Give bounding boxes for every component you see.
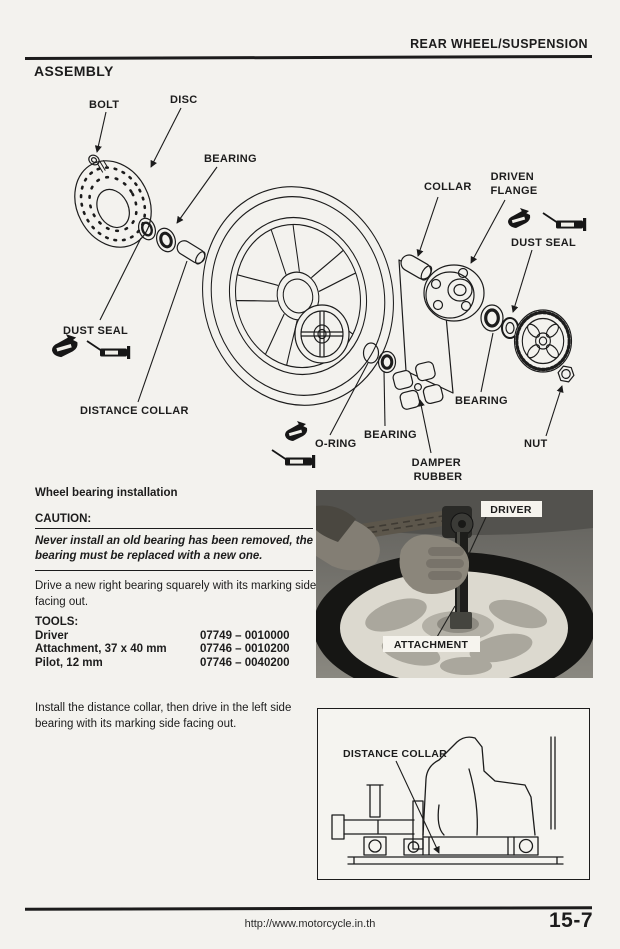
tools-block: TOOLS: Driver 07749 – 0010000 Attachment… xyxy=(35,616,315,670)
label-driven-flange: DRIVEN FLANGE xyxy=(490,171,537,197)
attachment-label-box xyxy=(383,636,480,652)
damper-rubber-drawing xyxy=(392,361,444,410)
label-bearing-right: BEARING xyxy=(455,395,508,407)
header-rule xyxy=(24,55,593,60)
wheel-hub-drawing xyxy=(294,304,350,364)
fingers xyxy=(426,547,464,580)
tool-name: Pilot, 12 mm xyxy=(35,656,103,669)
page-title: ASSEMBLY xyxy=(34,63,114,79)
tool-name: Driver xyxy=(35,629,69,642)
brake-disc-drawing xyxy=(74,160,152,248)
label-dust-seal-right: DUST SEAL xyxy=(511,237,576,249)
label-o-ring: O-RING xyxy=(315,438,357,450)
header-section-title: REAR WHEEL/SUSPENSION xyxy=(410,37,588,51)
left-sleeve xyxy=(316,505,356,542)
photo-illustration: DRIVER ATTACHMENT xyxy=(306,490,595,700)
hub-cross-section xyxy=(331,736,564,865)
grease-tube-icon xyxy=(271,449,317,469)
driver-label-box xyxy=(481,501,542,517)
photo-label-driver: DRIVER xyxy=(490,504,532,516)
grease-can-icon xyxy=(285,421,308,441)
paragraph-left-bearing: Install the distance collar, then drive … xyxy=(35,702,292,731)
tool-number: 07746 – 0010200 xyxy=(200,643,290,656)
o-ring-drawing xyxy=(362,342,380,364)
tools-label: TOOLS: xyxy=(35,616,79,628)
label-collar: COLLAR xyxy=(424,181,472,193)
cross-section-drawing: DISTANCE COLLAR xyxy=(331,736,564,865)
tool-name: Attachment, 37 x 40 mm xyxy=(35,643,167,656)
footer-url: http://www.motorcycle.in.th xyxy=(244,918,376,930)
subheading-wheel-bearing-installation: Wheel bearing installation xyxy=(35,487,178,499)
label-bolt: BOLT xyxy=(89,99,119,111)
bearing-driver-photo: DRIVER ATTACHMENT xyxy=(306,490,595,700)
caution-box: CAUTION: Never install an old bearing ha… xyxy=(35,513,313,572)
collar-drawing xyxy=(400,254,433,281)
tool-number: 07746 – 0040200 xyxy=(200,656,290,669)
tool-row: Pilot, 12 mm 07746 – 0040200 xyxy=(35,657,315,671)
tool-row: Attachment, 37 x 40 mm 07746 – 0010200 xyxy=(35,643,315,657)
driven-flange-drawing xyxy=(423,264,485,322)
label-distance-collar: DISTANCE COLLAR xyxy=(80,405,189,417)
tool-row: Driver 07749 – 0010000 xyxy=(35,630,315,644)
label-bearing-top: BEARING xyxy=(204,153,257,165)
label-damper-rubber: DAMPER RUBBER xyxy=(412,457,465,483)
label-bearing-mid: BEARING xyxy=(364,429,417,441)
bearing-left-drawing xyxy=(155,227,177,253)
label-disc: DISC xyxy=(170,94,197,106)
grease-can-icon xyxy=(508,208,531,228)
attachment-tool xyxy=(450,612,472,629)
page-number: 15-7 xyxy=(548,909,593,932)
grease-tube-icon xyxy=(542,212,588,232)
paragraph-right-bearing: Drive a new right bearing squarely with … xyxy=(35,580,317,609)
bearing-mid-drawing xyxy=(377,350,397,374)
caution-label: CAUTION: xyxy=(35,513,313,529)
footer-rule xyxy=(24,906,593,911)
exploded-parts-diagram: BOLT DISC BEARING COLLAR DRIVEN FLANGE D… xyxy=(52,94,588,483)
figure-label-distance-collar: DISTANCE COLLAR xyxy=(343,748,447,760)
driver-knob-hole xyxy=(458,520,466,528)
driver-leader-line xyxy=(467,516,487,557)
distance-collar-drawing xyxy=(176,240,206,265)
seal-ring-left-drawing xyxy=(137,217,157,241)
photo-label-attachment: ATTACHMENT xyxy=(394,639,469,651)
grease-tube-icon xyxy=(86,340,132,360)
sprocket-drawing xyxy=(513,309,573,373)
label-nut: NUT xyxy=(524,438,548,450)
grease-can-icon xyxy=(52,334,78,358)
distance-collar-leader-line xyxy=(395,760,440,854)
attachment-leader-line xyxy=(436,605,456,638)
distance-collar-figure: DISTANCE COLLAR xyxy=(317,708,590,880)
diagram-leader-lines xyxy=(94,107,564,454)
label-dust-seal-left: DUST SEAL xyxy=(63,325,128,337)
tool-number: 07749 – 0010000 xyxy=(200,629,290,642)
rear-wheel-drawing xyxy=(202,186,394,406)
nut-drawing xyxy=(557,365,575,383)
wheel-spokes xyxy=(236,224,356,366)
bearing-right-drawing xyxy=(480,304,504,332)
caution-text: Never install an old bearing has been re… xyxy=(35,529,313,572)
